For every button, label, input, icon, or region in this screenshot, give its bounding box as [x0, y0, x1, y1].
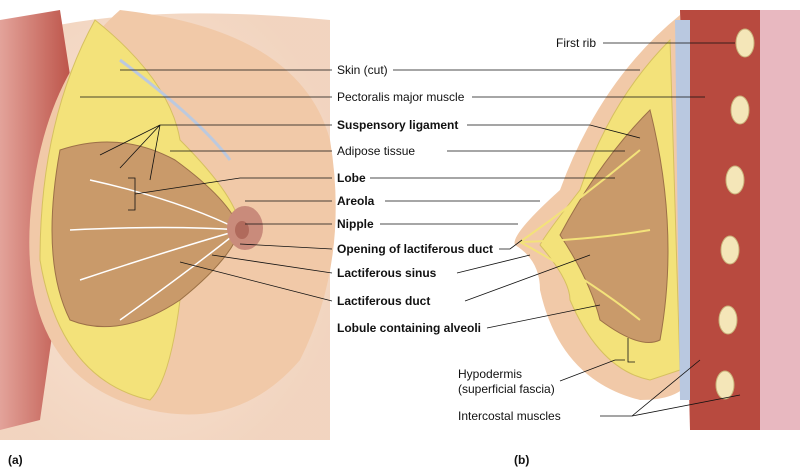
label-suspensory-ligament: Suspensory ligament — [337, 118, 459, 132]
panel-label-b: (b) — [514, 453, 530, 467]
label-pectoralis: Pectoralis major muscle — [337, 90, 465, 104]
label-skin: Skin (cut) — [337, 63, 388, 77]
panel-a-illustration — [0, 10, 336, 440]
ribs — [715, 28, 755, 400]
lactiferous-ducts — [69, 179, 241, 321]
leader-lines — [80, 42, 741, 417]
label-lactiferous-sinus: Lactiferous sinus — [337, 266, 437, 280]
label-lobe: Lobe — [337, 171, 366, 185]
nipple — [235, 221, 249, 239]
label-intercostal: Intercostal muscles — [458, 409, 561, 423]
label-adipose: Adipose tissue — [337, 144, 416, 158]
label-areola: Areola — [337, 194, 375, 208]
panel-label-a: (a) — [8, 453, 23, 467]
label-hypodermis: Hypodermis — [458, 367, 523, 381]
lobes — [51, 141, 241, 328]
label-nipple: Nipple — [337, 217, 374, 231]
lobes-profile — [559, 109, 669, 343]
label-lactiferous-duct: Lactiferous duct — [337, 294, 431, 308]
label-lobule: Lobule containing alveoli — [337, 321, 482, 335]
label-first-rib: First rib — [556, 36, 596, 50]
label-superficial-fascia: (superficial fascia) — [458, 382, 555, 396]
label-opening-duct: Opening of lactiferous duct — [337, 242, 494, 256]
fascia — [675, 20, 690, 400]
panel-b-illustration — [514, 10, 800, 430]
